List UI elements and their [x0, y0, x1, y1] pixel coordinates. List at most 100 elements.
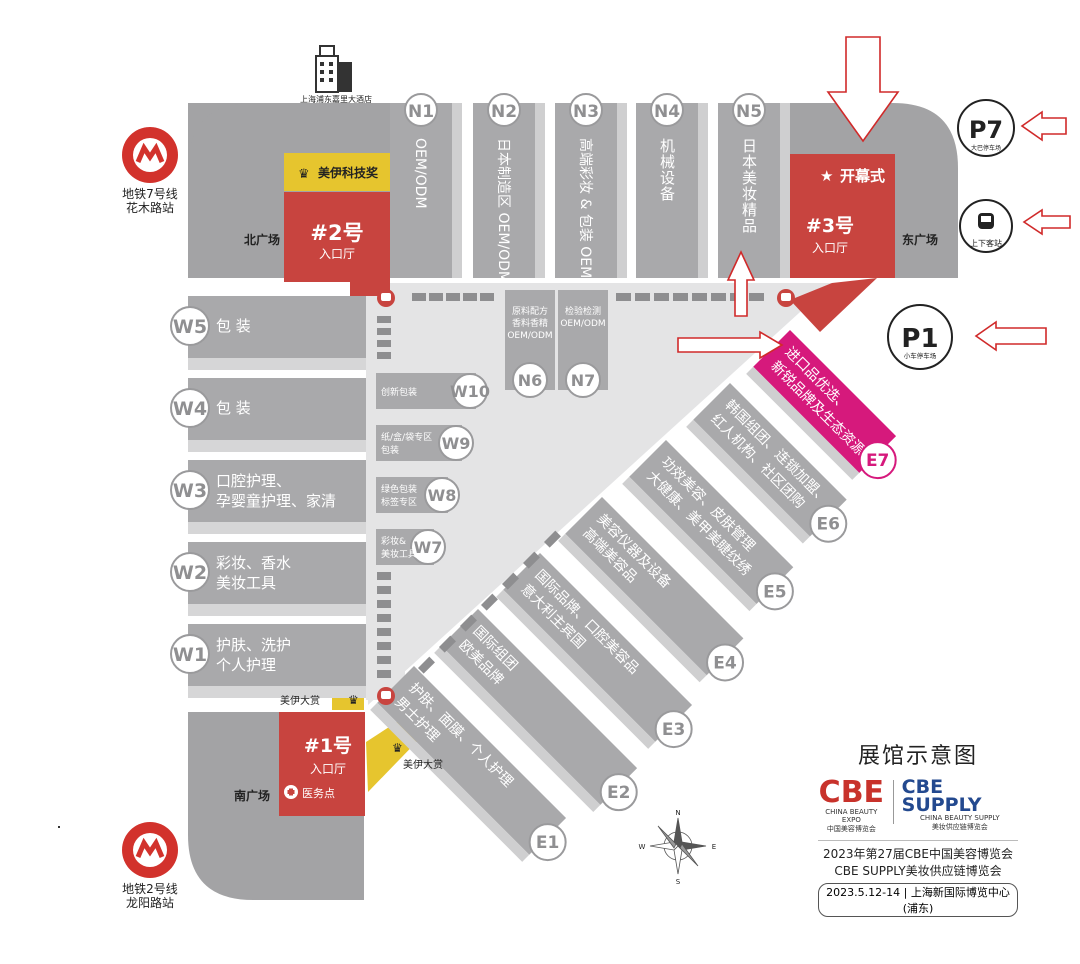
hall-id: E5 [763, 582, 786, 602]
hall-label-1: 绿色包装 [381, 483, 417, 495]
bus-station-desc: 上下客站 [970, 238, 1002, 248]
metro-7-logo-icon [122, 127, 178, 183]
hall-id: E2 [607, 783, 630, 803]
booth [377, 586, 391, 594]
booth [377, 656, 391, 664]
cbe-logo: CBE CHINA BEAUTY EXPO 中国美容博览会 [818, 775, 885, 834]
booth [523, 551, 540, 569]
direction-arrows [677, 36, 1071, 360]
booth [377, 628, 391, 636]
opening-label: 开幕式 [840, 167, 885, 185]
hall-id: W1 [173, 644, 207, 666]
booth [412, 293, 426, 301]
hall-n2[interactable]: N2 日本制造区 OEM/ODM [473, 93, 545, 283]
entrance-1-sub: 入口厅 [310, 762, 346, 776]
booth [480, 593, 498, 611]
tech-award-label: 美伊科技奖 [318, 165, 379, 180]
entrance-2-sub: 入口厅 [319, 247, 355, 261]
entrance-1-title: #1号 [304, 735, 352, 757]
award-logo-icon: ♛ [298, 167, 310, 182]
hall-id: W2 [173, 562, 207, 584]
booth [501, 572, 519, 590]
booth [377, 328, 391, 335]
hall-label-1: 彩妆& [381, 535, 406, 547]
event-line-2: CBE SUPPLY美妆供应链博览会 [834, 864, 1002, 878]
event-date-venue: 2023.5.12-14 | 上海新国际博览中心(浦东) [818, 883, 1018, 917]
booth [429, 293, 443, 301]
hall-label-1: 检验检测 [565, 305, 601, 317]
booth [711, 293, 726, 301]
hall-id: N4 [654, 102, 680, 122]
booth [446, 293, 460, 301]
p1-parking[interactable]: P1 小车停车场 [887, 304, 953, 370]
hall-w5[interactable]: W5 包 装 [170, 296, 366, 370]
hall-label-2: 孕婴童护理、家清 [216, 492, 336, 510]
booth [654, 293, 669, 301]
booth [377, 340, 391, 347]
hall-id: W9 [442, 434, 471, 453]
hall-id: W8 [428, 486, 457, 505]
hall-id: E3 [662, 720, 685, 740]
metro-2-logo-icon [122, 822, 178, 878]
hall-label: OEM/ODM [412, 138, 428, 209]
compass-rose-icon [649, 817, 707, 875]
hall-label-2: 个人护理 [216, 656, 276, 674]
hall-id: W5 [173, 316, 207, 338]
booth [635, 293, 650, 301]
entrance-3-title: #3号 [806, 215, 854, 237]
hall-id: N6 [518, 371, 543, 390]
hotel-building-icon [315, 45, 352, 93]
event-lines: 2023年第27届CBE中国美容博览会 CBE SUPPLY美妆供应链博览会 2… [818, 840, 1018, 917]
p7-parking[interactable]: P7 大巴停车场 [957, 99, 1015, 157]
booth [377, 352, 391, 359]
bus-station[interactable]: 上下客站 [959, 199, 1013, 253]
entrance-3[interactable] [790, 154, 895, 278]
booth [463, 293, 477, 301]
south-plaza-label: 南广场 [234, 788, 270, 803]
p1-code: P1 [901, 324, 938, 354]
metro-2-line: 地铁2号线 [122, 882, 178, 896]
booth [673, 293, 688, 301]
medical-label: 医务点 [302, 787, 335, 800]
hall-label-1: 纸/盒/袋专区 [381, 431, 432, 443]
hall-id: N2 [491, 102, 517, 122]
entrance-1[interactable] [279, 712, 365, 816]
p7-code: P7 [969, 116, 1003, 144]
star-icon: ★ [820, 167, 833, 185]
booth [377, 614, 391, 622]
metro-2-station: 龙阳路站 [126, 895, 174, 910]
entrance-3-sub: 入口厅 [812, 241, 848, 255]
compass-w: W [639, 843, 646, 851]
hall-label: 日本美妆精品 [740, 138, 758, 234]
hall-label-1: 包 装 [216, 399, 251, 417]
hall-label-2: 包装 [381, 444, 399, 456]
hall-label-3: OEM/ODM [507, 331, 552, 341]
booth [749, 293, 764, 301]
booth [377, 642, 391, 650]
hall-label-1: 口腔护理、 [216, 472, 291, 490]
booth [544, 530, 561, 548]
hall-id: E4 [713, 653, 737, 673]
hall-label: 日本制造区 OEM/ODM [495, 138, 511, 283]
booth [377, 316, 391, 323]
p1-desc: 小车停车场 [904, 351, 937, 360]
arrow-left-icon [1020, 110, 1067, 142]
hall-label-1: 包 装 [216, 317, 251, 335]
